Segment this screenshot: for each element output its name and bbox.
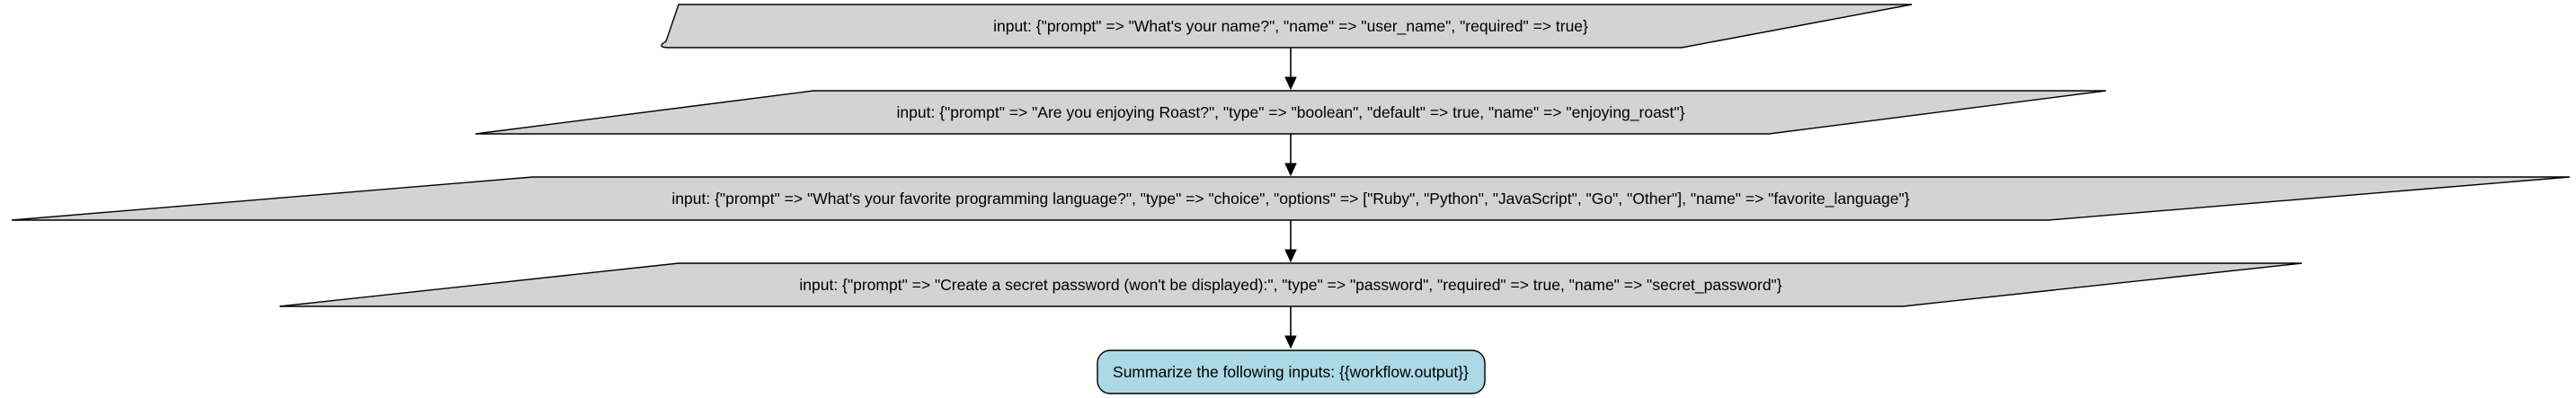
flowchart-node-input-user-name: input: {"prompt" => "What's your name?",… [661, 4, 1913, 49]
flowchart-edge-1 [1284, 48, 1297, 91]
input-user-name-label: input: {"prompt" => "What's your name?",… [993, 17, 1588, 36]
flowchart-node-input-enjoying-roast: input: {"prompt" => "Are you enjoying Ro… [475, 90, 2107, 135]
arrowhead-icon [1284, 163, 1297, 177]
summary-rounded-rect-shape [1097, 349, 1486, 394]
flowchart-node-summarize-step: Summarize the following inputs: {{workfl… [1097, 349, 1486, 394]
input-parallelogram-shape [11, 176, 2571, 221]
input-parallelogram-shape [475, 90, 2107, 135]
flowchart-edge-3 [1284, 220, 1297, 263]
flowchart-edge-2 [1284, 134, 1297, 177]
arrowhead-icon [1284, 76, 1297, 91]
flowchart-node-input-favorite-language: input: {"prompt" => "What's your favorit… [11, 176, 2571, 221]
arrowhead-icon [1284, 249, 1297, 263]
flowchart-node-input-secret-password: input: {"prompt" => "Create a secret pas… [279, 262, 2303, 307]
input-favorite-language-label: input: {"prompt" => "What's your favorit… [671, 190, 1909, 208]
arrowhead-icon [1284, 335, 1297, 349]
input-parallelogram-shape [661, 4, 1913, 49]
input-parallelogram-shape [279, 262, 2303, 307]
input-enjoying-roast-label: input: {"prompt" => "Are you enjoying Ro… [897, 103, 1685, 122]
summarize-step-label: Summarize the following inputs: {{workfl… [1113, 363, 1469, 381]
flowchart-edge-4 [1284, 306, 1297, 349]
input-secret-password-label: input: {"prompt" => "Create a secret pas… [799, 276, 1781, 295]
